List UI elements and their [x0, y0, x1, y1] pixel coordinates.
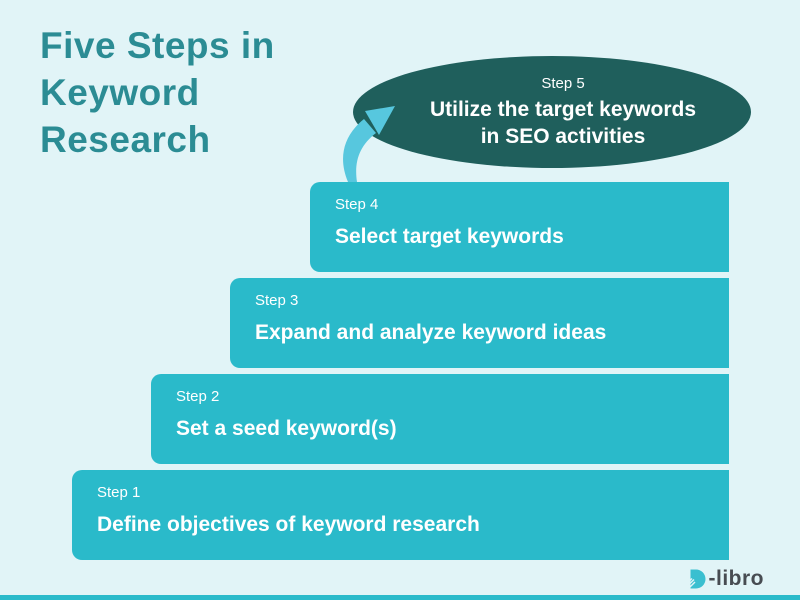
step-box-2: Step 2 Set a seed keyword(s): [151, 374, 729, 464]
step1-label: Step 1: [97, 484, 141, 501]
dlibro-logo: -libro: [683, 567, 765, 591]
step4-text: Select target keywords: [335, 225, 564, 248]
logo-text: -libro: [708, 567, 764, 590]
step3-text: Expand and analyze keyword ideas: [255, 321, 607, 344]
step4-label: Step 4: [335, 196, 379, 213]
title-line-3: Research: [40, 119, 211, 160]
step2-text: Set a seed keyword(s): [176, 417, 397, 440]
step-box-1: Step 1 Define objectives of keyword rese…: [72, 470, 729, 560]
step-box-3: Step 3 Expand and analyze keyword ideas: [230, 278, 729, 368]
step5-text-line2: in SEO activities: [480, 124, 646, 148]
step5-bubble: Step 5 Utilize the target keywords in SE…: [353, 56, 751, 168]
title-line-2: Keyword: [40, 72, 200, 113]
curved-arrow-icon: [343, 106, 395, 182]
step5-text-line1: Utilize the target keywords: [429, 97, 697, 121]
footer-bar: [0, 595, 800, 600]
step-box-4: Step 4 Select target keywords: [310, 182, 729, 272]
title-line-1: Five Steps in: [40, 25, 275, 66]
step3-label: Step 3: [255, 292, 299, 309]
dlibro-logo-icon: [683, 569, 705, 591]
step5-label: Step 5: [541, 74, 585, 92]
step2-label: Step 2: [176, 388, 220, 405]
step1-text: Define objectives of keyword research: [97, 513, 480, 536]
page-title: Five Steps in Keyword Research: [40, 22, 275, 163]
